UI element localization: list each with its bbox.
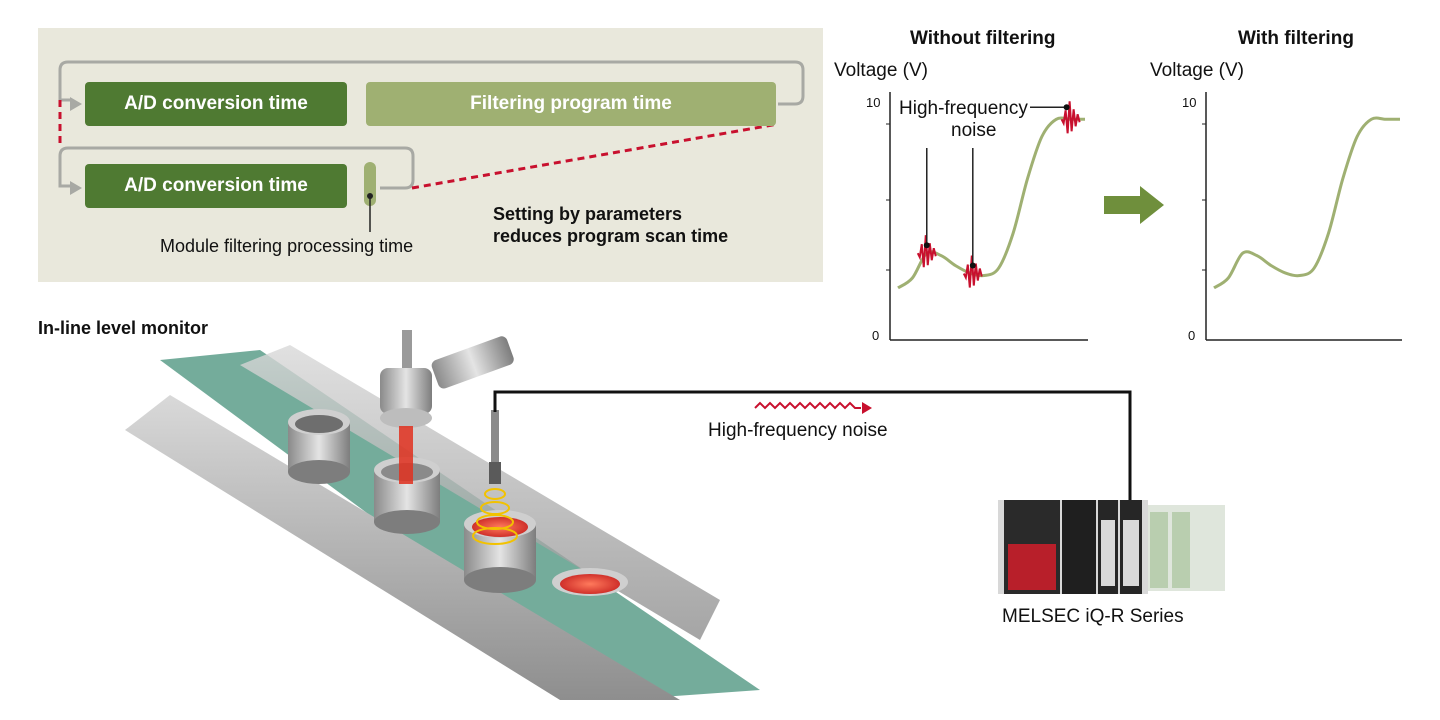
laser-beam: [399, 426, 413, 484]
benefit-text-line1: Setting by parameters: [493, 204, 683, 224]
noise-label: High-frequency noise: [708, 420, 888, 441]
noise-spike: [916, 235, 937, 268]
container-1: [288, 409, 350, 484]
chart-with-ylabel: Voltage (V): [1150, 60, 1244, 81]
signal-cable: [493, 390, 1132, 505]
conveyor-rail-back: [240, 345, 720, 640]
bottom-cycle-loop: [58, 146, 415, 190]
filtering-program-box: Filtering program time: [366, 82, 776, 126]
noise-point-marker: [1063, 104, 1070, 111]
noise-annotation-line1: High-frequency: [899, 98, 1028, 119]
noise-spike: [962, 255, 983, 288]
monitor-label: In-line level monitor: [38, 318, 209, 338]
top-cycle-loop: [58, 60, 805, 106]
noise-arrow-icon: [862, 402, 872, 414]
chart-with-title: With filtering: [1238, 28, 1354, 49]
chart-without-ylabel: Voltage (V): [834, 60, 928, 81]
plc-label: MELSEC iQ-R Series: [1002, 606, 1184, 627]
chart-without-title: Without filtering: [910, 28, 1056, 49]
plc-cpu-module: [1062, 500, 1096, 594]
benefit-text-line2: reduces program scan time: [493, 226, 729, 246]
top-loop-arrow: [70, 97, 82, 111]
conveyor-belt: [160, 350, 760, 700]
container-3: [464, 510, 536, 593]
chart-without-ymax: 10: [866, 95, 881, 110]
chart-with-ymax: 10: [1182, 95, 1197, 110]
chart-with-ymin: 0: [1188, 328, 1196, 343]
noise-annotation-line2: noise: [951, 120, 997, 141]
noise-point-marker: [969, 262, 976, 269]
noise-point-marker: [923, 242, 930, 249]
ultrasonic-sensor: [472, 410, 518, 545]
container-4: [552, 568, 628, 596]
noise-spike: [1060, 101, 1081, 134]
chart-with-axes: [1202, 92, 1402, 341]
laser-level-sensor: [380, 330, 514, 484]
dashed-compare-right: [411, 122, 779, 190]
bottom-loop-arrow: [70, 181, 82, 195]
ad-conversion-box-top: A/D conversion time: [85, 82, 347, 126]
ad-conversion-box-bottom: A/D conversion time: [85, 164, 347, 208]
plc-rack: [998, 500, 1225, 594]
process-timing-panel: [38, 28, 823, 282]
leader-dot: [367, 193, 373, 199]
module-filter-pill: [364, 162, 376, 206]
chart-without-ymin: 0: [872, 328, 880, 343]
curve-with-filtering: [1213, 116, 1400, 290]
chart-without-axes: [886, 92, 1088, 341]
conveyor-rail-front: [125, 395, 680, 700]
module-filter-label: Module filtering processing time: [160, 236, 414, 256]
noise-wave-icon: [754, 401, 861, 410]
transform-arrow-icon: [1104, 186, 1164, 224]
